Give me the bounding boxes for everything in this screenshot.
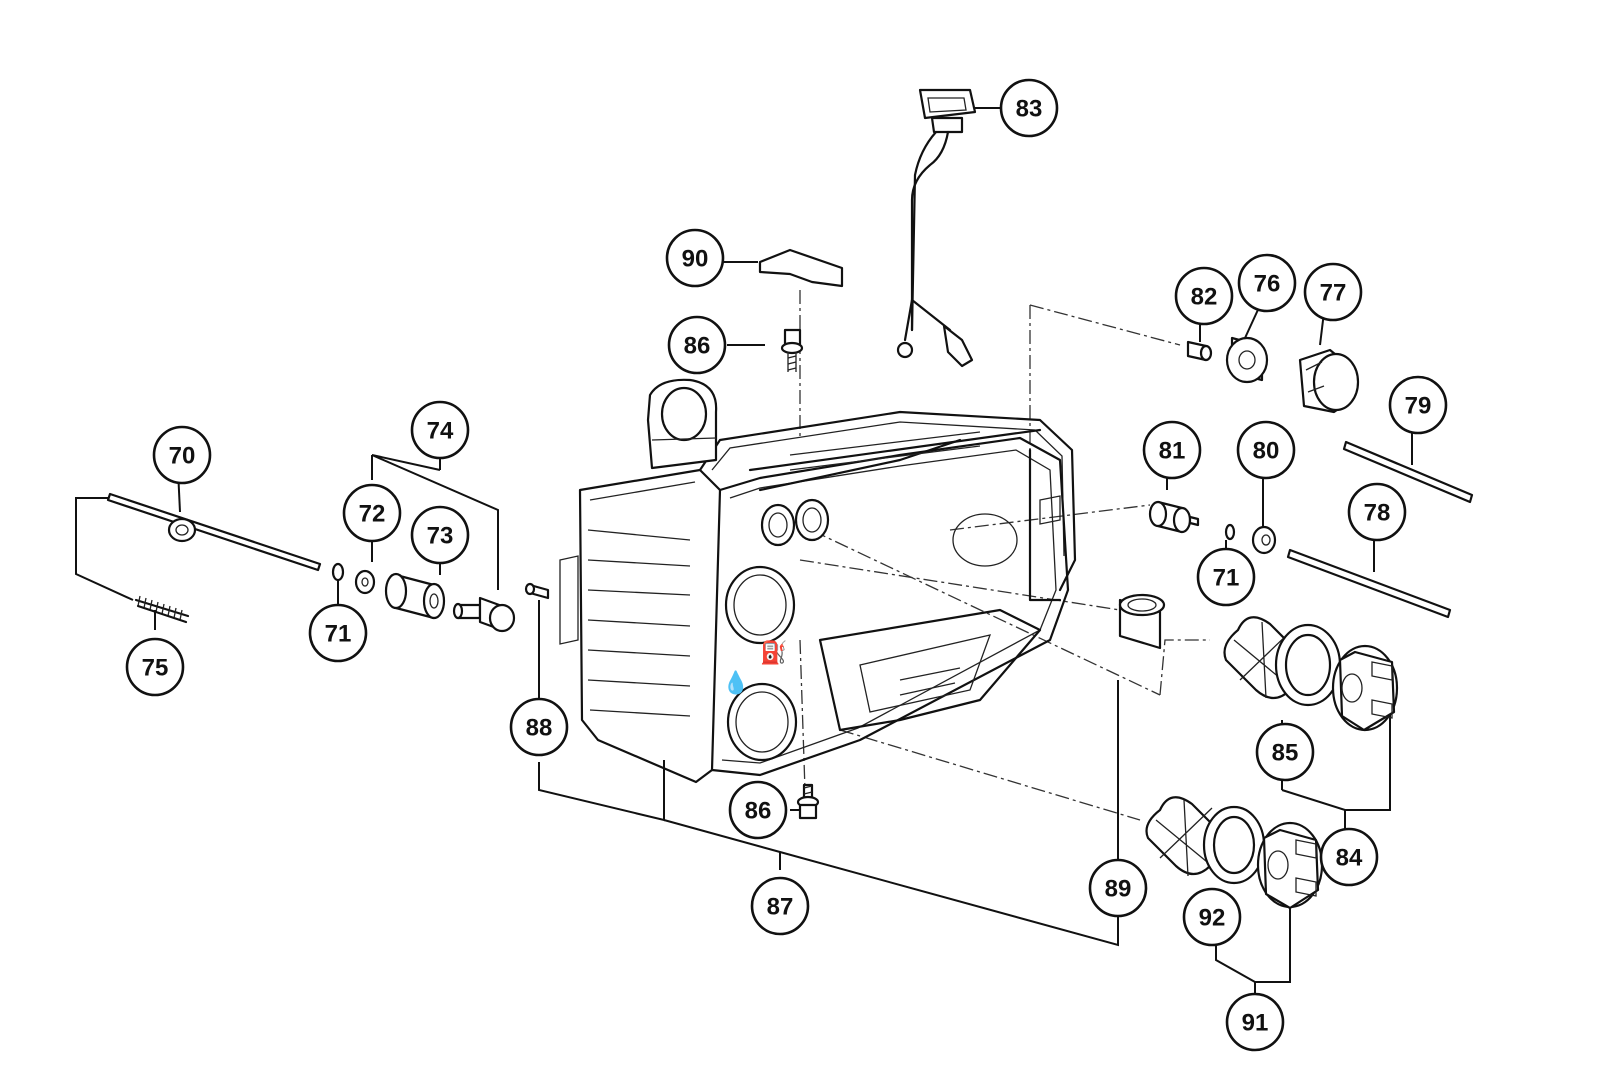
callout-71-left: 71 [308, 603, 368, 663]
callout-92-label: 92 [1199, 905, 1226, 932]
callout-75-label: 75 [142, 655, 169, 682]
part-72-washer [354, 569, 376, 595]
oil-symbol: 💧 [722, 670, 749, 696]
part-88-pin [524, 582, 550, 600]
part-85-gasket-upper [1274, 623, 1342, 707]
callout-90: 90 [665, 228, 725, 288]
part-73-sleeve [384, 572, 446, 620]
part-71-oring-right [1224, 523, 1236, 541]
callout-70-label: 70 [169, 443, 196, 470]
callout-71-right-label: 71 [1213, 565, 1240, 592]
callout-85: 85 [1255, 722, 1315, 782]
callout-74: 74 [410, 400, 470, 460]
part-81-valve [1148, 500, 1200, 534]
callout-84-label: 84 [1336, 845, 1363, 872]
part-89-bushing [1118, 593, 1166, 650]
callout-88: 88 [509, 697, 569, 757]
callout-80-label: 80 [1253, 438, 1280, 465]
part-86-screw-top [780, 328, 804, 372]
callout-92: 92 [1182, 887, 1242, 947]
part-70-rod [106, 492, 322, 572]
assembly-centerlines [789, 290, 1210, 821]
callout-91: 91 [1225, 992, 1285, 1052]
part-76-nut [1225, 336, 1269, 384]
callout-72-label: 72 [359, 501, 386, 528]
callout-77-label: 77 [1320, 280, 1347, 307]
callout-89-label: 89 [1105, 876, 1132, 903]
callout-71-right: 71 [1196, 547, 1256, 607]
callout-81: 81 [1142, 420, 1202, 480]
part-83-switch [896, 88, 977, 368]
part-78-rod [1286, 548, 1452, 619]
callout-83: 83 [999, 78, 1059, 138]
callout-86-bottom-label: 86 [745, 798, 772, 825]
part-74-knob [452, 596, 516, 633]
callout-84: 84 [1319, 827, 1379, 887]
callout-87-label: 87 [767, 894, 794, 921]
callout-73-label: 73 [427, 523, 454, 550]
callout-79: 79 [1388, 375, 1448, 435]
part-92-gasket-lower [1202, 805, 1266, 885]
callout-88-label: 88 [526, 715, 553, 742]
callout-73: 73 [410, 505, 470, 565]
callout-76-label: 76 [1254, 271, 1281, 298]
part-79-rod [1342, 440, 1474, 504]
callout-86-bottom: 86 [728, 780, 788, 840]
callout-77: 77 [1303, 262, 1363, 322]
part-91-cap-lower [1256, 821, 1324, 910]
fuel-symbol: ⛽ [760, 640, 787, 666]
callout-83-label: 83 [1016, 96, 1043, 123]
callout-86-top: 86 [667, 315, 727, 375]
callout-74-label: 74 [427, 418, 454, 445]
callout-76: 76 [1237, 253, 1297, 313]
callout-78: 78 [1347, 482, 1407, 542]
callout-91-label: 91 [1242, 1010, 1269, 1037]
part-71-oring-left [331, 562, 345, 582]
callout-89: 89 [1088, 858, 1148, 918]
callout-79-label: 79 [1405, 393, 1432, 420]
callout-78-label: 78 [1364, 500, 1391, 527]
callout-86-top-label: 86 [684, 333, 711, 360]
callout-87: 87 [750, 876, 810, 936]
callout-75: 75 [125, 637, 185, 697]
part-86-screw-bottom [796, 783, 820, 820]
callout-85-label: 85 [1272, 740, 1299, 767]
callout-82-label: 82 [1191, 284, 1218, 311]
callout-80: 80 [1236, 420, 1296, 480]
callout-90-label: 90 [682, 246, 709, 273]
callout-81-label: 81 [1159, 438, 1186, 465]
part-87-housing: ⛽ 💧 [559, 378, 1077, 784]
part-90-pad [758, 248, 844, 288]
part-84-cap-upper [1331, 644, 1399, 732]
part-82-fitting [1186, 340, 1213, 362]
callout-82: 82 [1174, 266, 1234, 326]
part-75-spring [134, 595, 190, 624]
callout-70: 70 [152, 425, 212, 485]
callout-72: 72 [342, 483, 402, 543]
part-77-cap [1298, 348, 1360, 414]
part-80-grommet [1251, 525, 1277, 555]
callout-71-left-label: 71 [325, 621, 352, 648]
